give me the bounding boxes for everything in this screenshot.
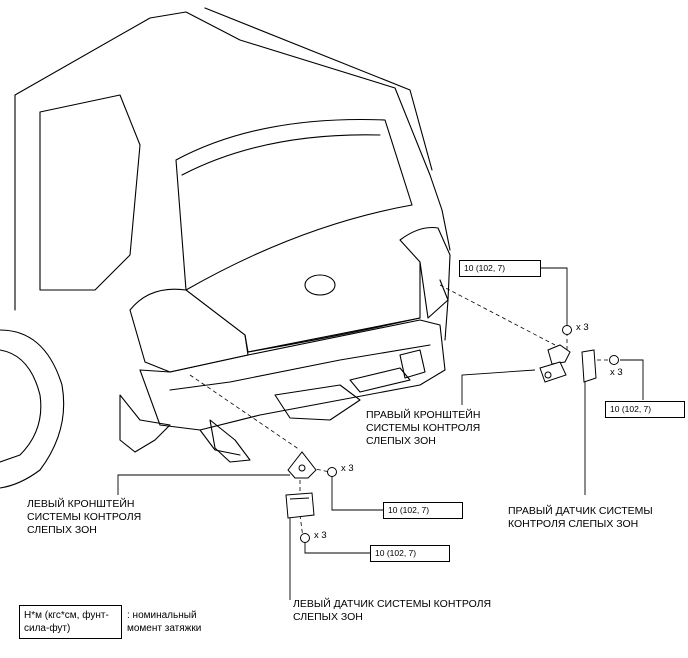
- leader-lines: [117, 267, 644, 600]
- torque-box-left-sensor: 10 (102, 7): [370, 545, 450, 562]
- left-sensor-part: [285, 492, 315, 519]
- legend-desc-line: момент затяжки: [127, 623, 202, 634]
- nut-icon: [562, 325, 572, 335]
- nut-icon: [300, 533, 310, 543]
- label-line: ПРАВЫЙ ДАТЧИК СИСТЕМЫ: [508, 505, 653, 517]
- quantity-left-sensor: x 3: [314, 530, 327, 541]
- label-left-bracket: ЛЕВЫЙ КРОНШТЕЙН СИСТЕМЫ КОНТРОЛЯ СЛЕПЫХ …: [27, 498, 141, 537]
- quantity-right-bracket: x 3: [576, 322, 589, 333]
- legend-description: : номинальный момент затяжки: [127, 609, 201, 635]
- label-line: СЛЕПЫХ ЗОН: [366, 435, 436, 447]
- label-right-sensor: ПРАВЫЙ ДАТЧИК СИСТЕМЫ КОНТРОЛЯ СЛЕПЫХ ЗО…: [508, 505, 653, 531]
- right-bracket-part: [539, 344, 571, 383]
- torque-box-right-bracket: 10 (102, 7): [459, 260, 541, 277]
- quantity-right-sensor: x 3: [610, 367, 623, 378]
- legend-key-line: сила-фут): [24, 623, 71, 634]
- nut-icons: [300, 325, 619, 543]
- label-line: СИСТЕМЫ КОНТРОЛЯ: [366, 422, 481, 434]
- nut-icon: [609, 355, 619, 365]
- legend-key-box: Н*м (кгс*см, фунт- сила-фут): [19, 605, 122, 639]
- label-line: ПРАВЫЙ КРОНШТЕЙН: [366, 409, 481, 421]
- legend-desc-line: : номинальный: [127, 610, 197, 621]
- left-bracket-part: [287, 451, 317, 479]
- label-line: ЛЕВЫЙ ДАТЧИК СИСТЕМЫ КОНТРОЛЯ: [293, 598, 492, 610]
- vehicle-rear-drawing: [0, 7, 451, 489]
- torque-box-right-sensor: 10 (102, 7): [605, 401, 685, 418]
- right-sensor-part: [581, 349, 597, 383]
- quantity-left-bracket: x 3: [341, 463, 354, 474]
- legend-key-line: Н*м (кгс*см, фунт-: [24, 610, 109, 621]
- label-line: КОНТРОЛЯ СЛЕПЫХ ЗОН: [508, 518, 639, 530]
- nut-icon: [327, 467, 337, 477]
- label-line: ЛЕВЫЙ КРОНШТЕЙН: [27, 498, 135, 510]
- label-line: СЛЕПЫХ ЗОН: [27, 524, 97, 536]
- torque-box-left-bracket: 10 (102, 7): [383, 502, 463, 519]
- label-line: СЛЕПЫХ ЗОН: [293, 611, 363, 623]
- label-left-sensor: ЛЕВЫЙ ДАТЧИК СИСТЕМЫ КОНТРОЛЯ СЛЕПЫХ ЗОН: [293, 598, 491, 624]
- label-right-bracket: ПРАВЫЙ КРОНШТЕЙН СИСТЕМЫ КОНТРОЛЯ СЛЕПЫХ…: [366, 409, 480, 448]
- label-line: СИСТЕМЫ КОНТРОЛЯ: [27, 511, 142, 523]
